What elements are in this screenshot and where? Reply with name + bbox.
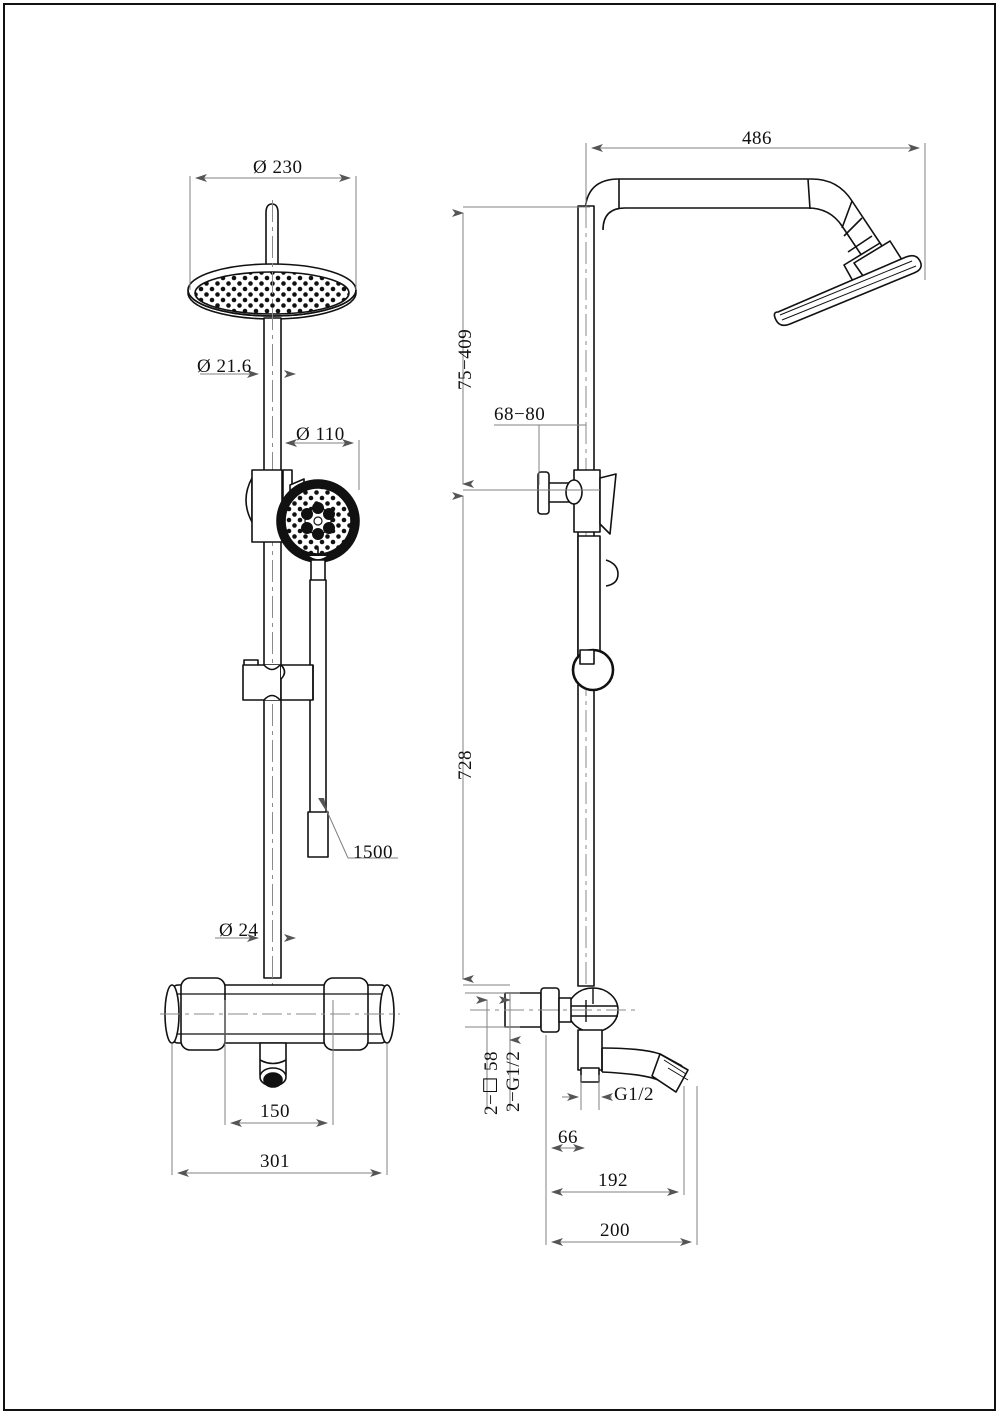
dim-spout-offset: 66 bbox=[558, 1127, 578, 1148]
dim-head-height-range: 75−409 bbox=[455, 328, 476, 390]
dim-spout-reach: 192 bbox=[598, 1170, 628, 1191]
dim-mounting-squares: 2−☐ 58 bbox=[481, 1051, 502, 1115]
dim-overhead-head-diameter: Ø 230 bbox=[253, 157, 303, 178]
side-view-geometry bbox=[470, 178, 922, 1093]
front-view-geometry bbox=[160, 200, 400, 1088]
dimension-lines bbox=[171, 143, 926, 1246]
dim-valve-inlet-diameter: Ø 24 bbox=[219, 920, 259, 941]
dim-inlet-centers: 150 bbox=[260, 1101, 290, 1122]
dim-outlet-thread: G1/2 bbox=[614, 1084, 654, 1105]
dim-inlet-threads: 2−G1/2 bbox=[503, 1050, 524, 1112]
dim-riser-rail-diameter: Ø 21.6 bbox=[197, 356, 252, 377]
dim-riser-height: 728 bbox=[455, 750, 476, 780]
dim-arm-reach: 486 bbox=[742, 128, 772, 149]
dim-hand-shower-diameter: Ø 110 bbox=[296, 424, 345, 445]
sheet-border bbox=[3, 3, 996, 1411]
dim-valve-body-width: 301 bbox=[260, 1151, 290, 1172]
dim-overall-depth: 200 bbox=[600, 1220, 630, 1241]
dim-wall-bracket-projection: 68−80 bbox=[494, 404, 546, 425]
dim-hose-length: 1500 bbox=[353, 842, 393, 863]
